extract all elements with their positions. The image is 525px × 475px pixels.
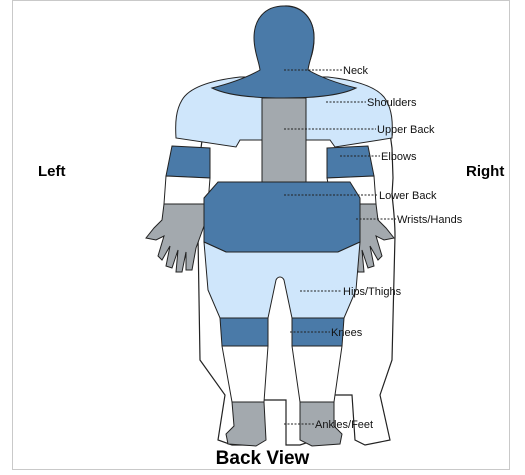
hand-left-region <box>146 204 208 272</box>
knees-label: Knees <box>331 327 363 339</box>
hips-thighs-region <box>204 242 360 318</box>
left-side-label: Left <box>38 163 66 180</box>
lower-back-region <box>204 182 360 252</box>
foot-left-region <box>226 402 266 446</box>
lower-back-label: Lower Back <box>379 190 437 202</box>
shin-left <box>222 346 268 402</box>
hips-thighs-label: Hips/Thighs <box>343 286 402 298</box>
elbows-label: Elbows <box>381 151 417 163</box>
knee-left-region <box>220 318 268 346</box>
neck-label: Neck <box>343 65 369 77</box>
upper-back-region <box>262 98 306 182</box>
forearm-left <box>164 176 210 204</box>
elbow-left-region <box>166 146 210 178</box>
view-title: Back View <box>0 448 525 470</box>
ankles-feet-label: Ankles/Feet <box>315 419 373 431</box>
wrists-hands-label: Wrists/Hands <box>397 214 463 226</box>
neck-region <box>212 6 356 98</box>
elbow-right-region <box>327 146 374 178</box>
right-side-label: Right <box>466 163 504 180</box>
shoulders-label: Shoulders <box>367 97 417 109</box>
shin-right <box>292 346 342 402</box>
upper-back-label: Upper Back <box>377 124 435 136</box>
